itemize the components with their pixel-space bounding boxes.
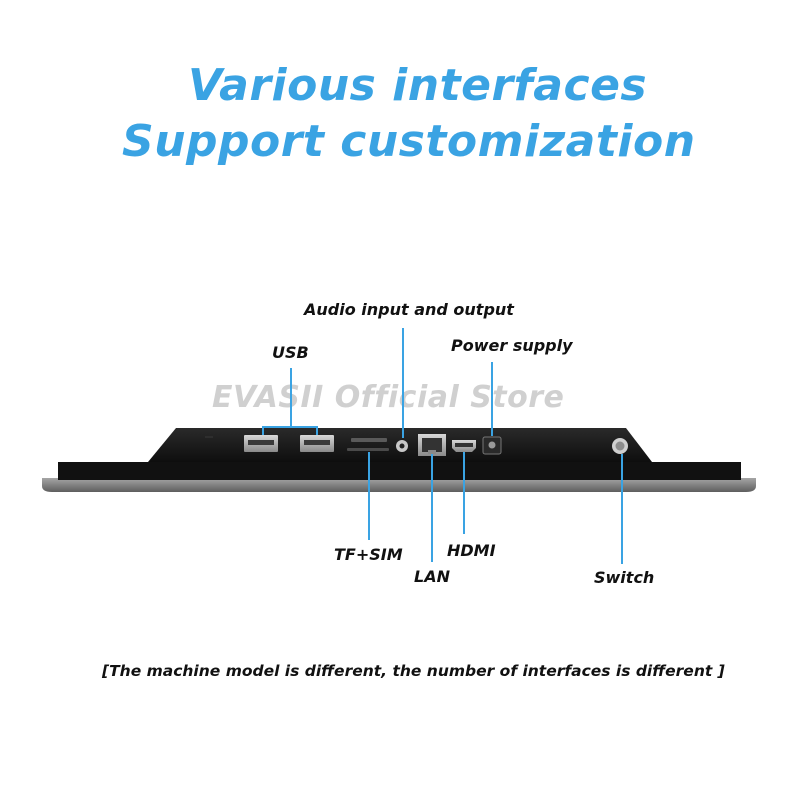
label-tf-sim: TF+SIM (334, 545, 403, 564)
callout-line-audio (402, 328, 404, 438)
callout-line-hdmi (463, 452, 465, 534)
usb-port-icon (300, 435, 334, 452)
ethernet-port-icon (418, 434, 446, 456)
store-watermark: EVASII Official Store (212, 380, 565, 415)
label-usb: USB (272, 343, 309, 362)
device-panel (58, 462, 741, 480)
label-switch: Switch (594, 568, 655, 587)
sd-card-slot-icon (347, 438, 389, 451)
dc-power-jack-icon (482, 436, 502, 455)
headline-line-2: Support customization (122, 116, 696, 167)
callout-line-power (491, 362, 493, 436)
callout-line-lan (431, 454, 433, 562)
callout-line-usb-bar (262, 426, 318, 428)
device-frame (42, 478, 756, 492)
callout-line-tf-sim (368, 452, 370, 540)
label-audio: Audio input and output (304, 300, 514, 319)
callout-line-usb (290, 368, 292, 426)
label-lan: LAN (414, 567, 450, 586)
label-power: Power supply (451, 336, 573, 355)
audio-jack-icon (396, 440, 408, 452)
headline-line-1: Various interfaces (188, 60, 648, 111)
callout-line-switch (621, 454, 623, 564)
label-hdmi: HDMI (447, 541, 496, 560)
hdmi-port-icon (452, 440, 476, 452)
usb-port-icon (244, 435, 278, 452)
callout-line-usb-right (316, 426, 318, 435)
footnote: [The machine model is different, the num… (102, 662, 725, 680)
callout-line-usb-left (262, 426, 264, 435)
power-switch-icon (612, 438, 628, 454)
